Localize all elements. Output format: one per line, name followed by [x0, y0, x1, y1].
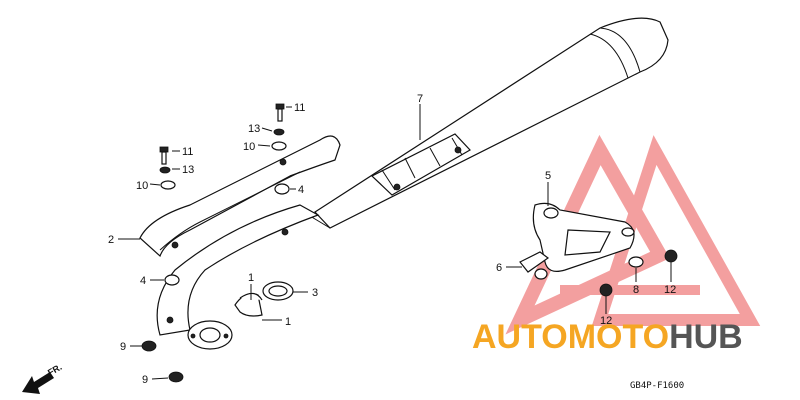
callout-10-upper: 10 [243, 141, 255, 153]
drawing-code: GB4P-F1600 [630, 381, 684, 391]
callout-6: 6 [496, 262, 502, 274]
callout-1-upper: 1 [248, 272, 254, 284]
callout-11-lower: 11 [182, 146, 193, 158]
callout-8: 8 [633, 284, 639, 296]
muffler [299, 17, 669, 229]
callout-11-upper: 11 [294, 102, 305, 114]
callout-4-lower: 4 [140, 275, 146, 287]
exhaust-pipe [139, 135, 341, 350]
callout-10-lower: 10 [136, 180, 148, 192]
collar-and-gasket [234, 281, 294, 317]
callouts: 11 13 10 11 13 10 4 4 2 7 5 6 8 12 12 1 … [108, 93, 676, 386]
watermark-text: AUTOMOTOHUB [472, 318, 743, 356]
front-label: FR. [46, 362, 64, 378]
callout-9-upper: 9 [120, 341, 126, 353]
callout-2: 2 [108, 234, 114, 246]
watermark-word-hub: HUB [669, 318, 743, 356]
callout-12-right: 12 [664, 284, 676, 296]
watermark-word-automoto: AUTOMOTO [472, 318, 669, 356]
leader-lines [118, 104, 672, 380]
callout-12-bottom: 12 [600, 315, 612, 327]
front-arrow-icon: FR. [22, 362, 64, 394]
callout-4-upper: 4 [298, 184, 304, 196]
hardware [141, 103, 678, 383]
muffler-stay [519, 202, 635, 280]
callout-9-lower: 9 [142, 374, 148, 386]
callout-7: 7 [417, 93, 423, 105]
callout-3: 3 [312, 287, 318, 299]
callout-1-lower: 1 [285, 316, 291, 328]
callout-5: 5 [545, 170, 551, 182]
callout-13-upper: 13 [248, 123, 260, 135]
callout-13-lower: 13 [182, 164, 194, 176]
